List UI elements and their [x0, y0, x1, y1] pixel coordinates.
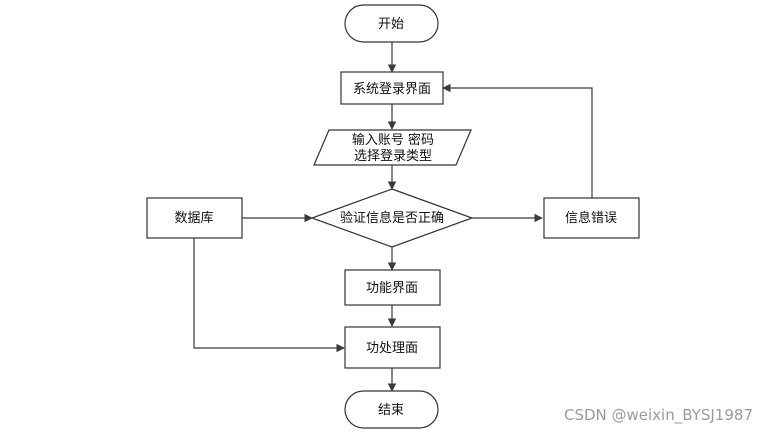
node-login: 系统登录界面: [340, 71, 444, 105]
edges: [193, 42, 593, 392]
node-database: 数据库: [146, 197, 243, 239]
node-verify-label: 验证信息是否正确: [340, 210, 444, 226]
node-end: 结束: [344, 390, 439, 429]
edge-error-login: [442, 83, 593, 198]
node-input-line1: 输入账号 密码: [352, 132, 434, 148]
node-function-label: 功能界面: [366, 281, 418, 296]
node-input: 输入账号 密码 选择登录类型: [313, 129, 472, 166]
node-login-label: 系统登录界面: [353, 82, 431, 97]
node-error: 信息错误: [543, 197, 640, 239]
node-start: 开始: [344, 4, 439, 43]
edge-database-process: [193, 238, 345, 353]
node-start-label: 开始: [378, 17, 404, 32]
node-process: 功处理面: [344, 326, 441, 369]
node-input-line2: 选择登录类型: [354, 149, 432, 164]
node-database-label: 数据库: [174, 210, 213, 226]
node-end-label: 结束: [378, 403, 404, 418]
watermark: CSDN @weixin_BYSJ1987: [563, 406, 753, 424]
node-error-label: 信息错误: [565, 210, 617, 226]
node-process-label: 功处理面: [366, 341, 418, 356]
node-verify: 验证信息是否正确: [310, 188, 474, 248]
node-function: 功能界面: [344, 269, 441, 306]
